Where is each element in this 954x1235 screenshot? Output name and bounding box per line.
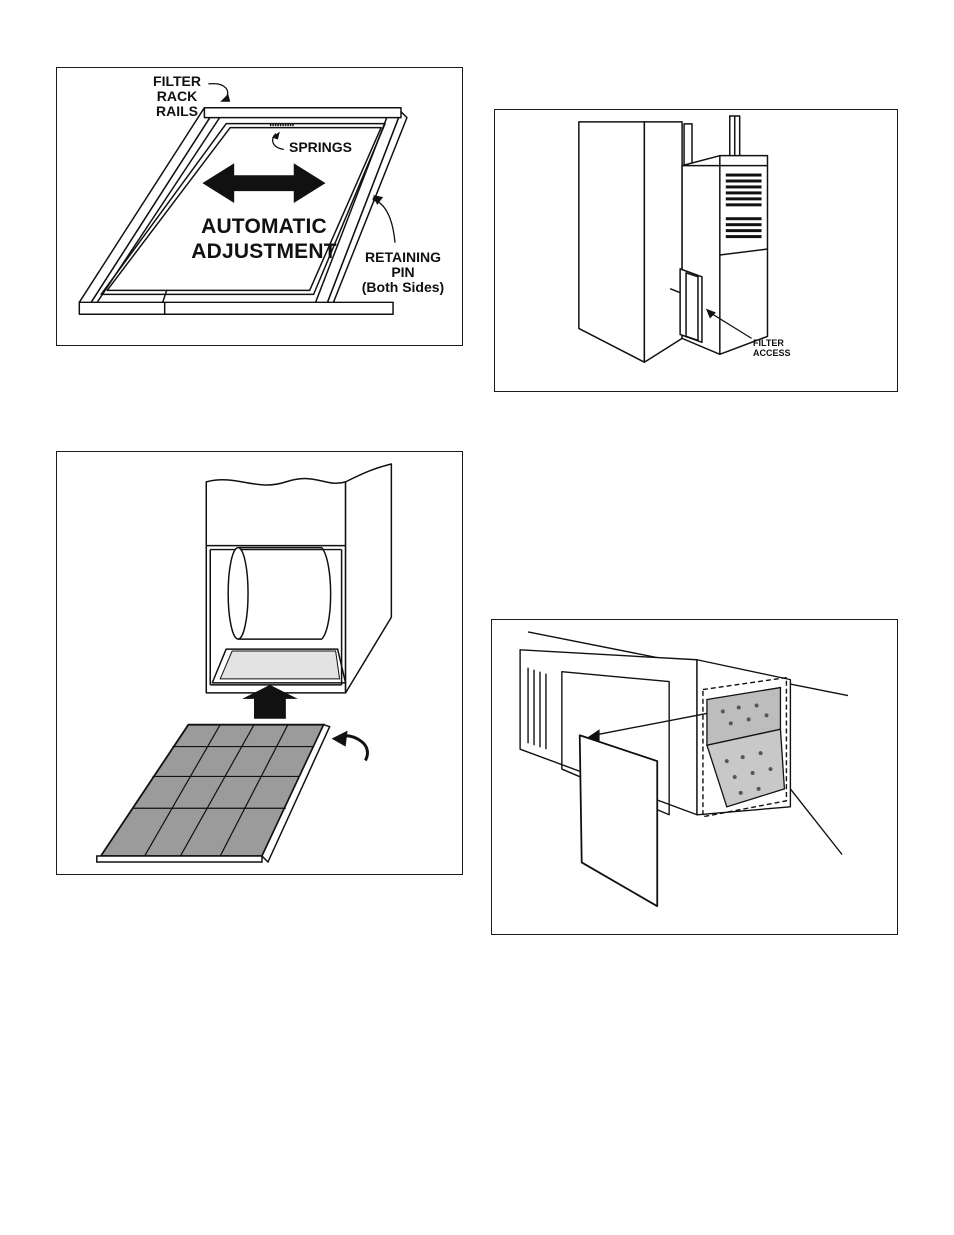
horizontal-unit-illustration <box>492 620 897 934</box>
springs-label: SPRINGS <box>289 140 352 155</box>
filter-word: FILTER <box>753 338 791 348</box>
furnace-filter-access-figure: FILTER ACCESS <box>494 109 898 392</box>
both-sides-word: (Both Sides) <box>355 280 451 295</box>
filter-word: FILTER <box>147 74 207 89</box>
filter-insertion-figure <box>56 451 463 875</box>
adjustment-word: ADJUSTMENT <box>155 239 373 264</box>
rails-word: RAILS <box>147 104 207 119</box>
filter-rack-illustration <box>57 68 462 345</box>
retaining-pin-label: RETAINING PIN (Both Sides) <box>355 250 451 295</box>
filter-access-label: FILTER ACCESS <box>753 338 791 359</box>
automatic-word: AUTOMATIC <box>155 214 373 239</box>
access-word: ACCESS <box>753 348 791 358</box>
rack-word: RACK <box>147 89 207 104</box>
furnace-illustration <box>495 110 897 391</box>
horizontal-unit-figure <box>491 619 898 935</box>
filter-rack-figure: FILTER RACK RAILS SPRINGS AUTOMATIC ADJU… <box>56 67 463 346</box>
retaining-word: RETAINING <box>355 250 451 265</box>
filter-insertion-illustration <box>57 452 462 874</box>
automatic-adjustment-label: AUTOMATIC ADJUSTMENT <box>155 214 373 264</box>
filter-rack-rails-label: FILTER RACK RAILS <box>147 74 207 119</box>
pin-word: PIN <box>355 265 451 280</box>
